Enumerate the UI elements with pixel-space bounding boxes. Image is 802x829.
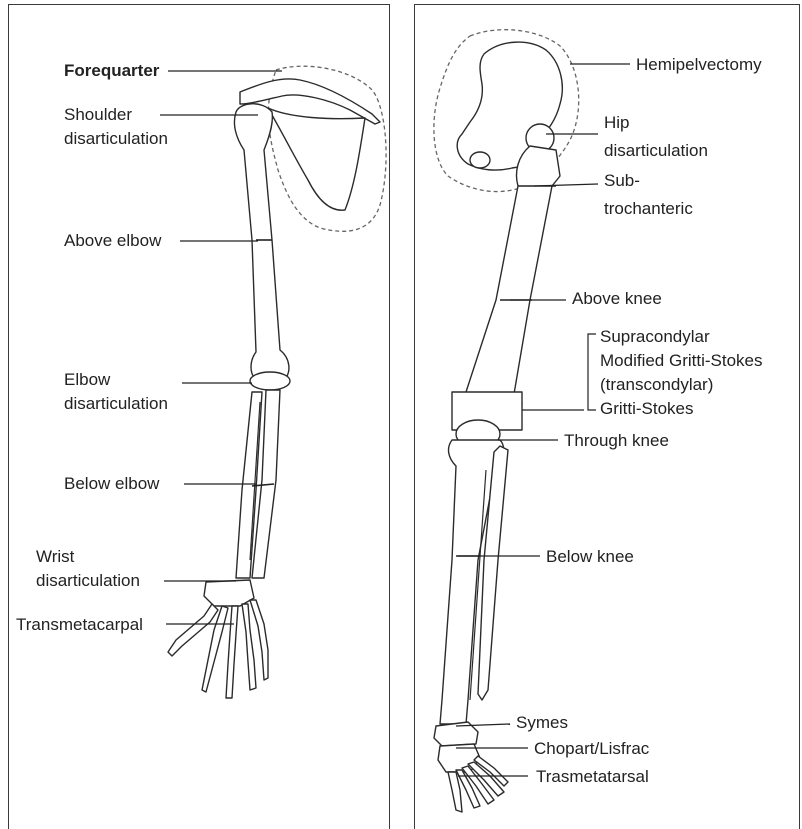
label-hip-line1: Hip: [604, 113, 630, 132]
label-sub-line2: trochanteric: [604, 199, 693, 218]
label-modified-gritti-stokes: Modified Gritti-Stokes: [600, 351, 763, 370]
label-above-knee: Above knee: [572, 289, 662, 308]
label-hip-line2: disarticulation: [604, 141, 708, 160]
label-trasmetatarsal: Trasmetatarsal: [536, 767, 649, 786]
label-hemipelvectomy: Hemipelvectomy: [636, 55, 762, 74]
label-sub-line1: Sub-: [604, 171, 640, 190]
condylar-group-bracket: [588, 334, 596, 410]
obturator-foramen: [470, 152, 490, 168]
label-gritti-stokes: Gritti-Stokes: [600, 399, 694, 418]
label-transcondylar: (transcondylar): [600, 375, 713, 394]
label-supracondylar: Supracondylar: [600, 327, 710, 346]
label-symes: Symes: [516, 713, 568, 732]
label-through-knee: Through knee: [564, 431, 669, 450]
label-below-knee: Below knee: [546, 547, 634, 566]
label-chopart-lisfrac: Chopart/Lisfrac: [534, 739, 650, 758]
